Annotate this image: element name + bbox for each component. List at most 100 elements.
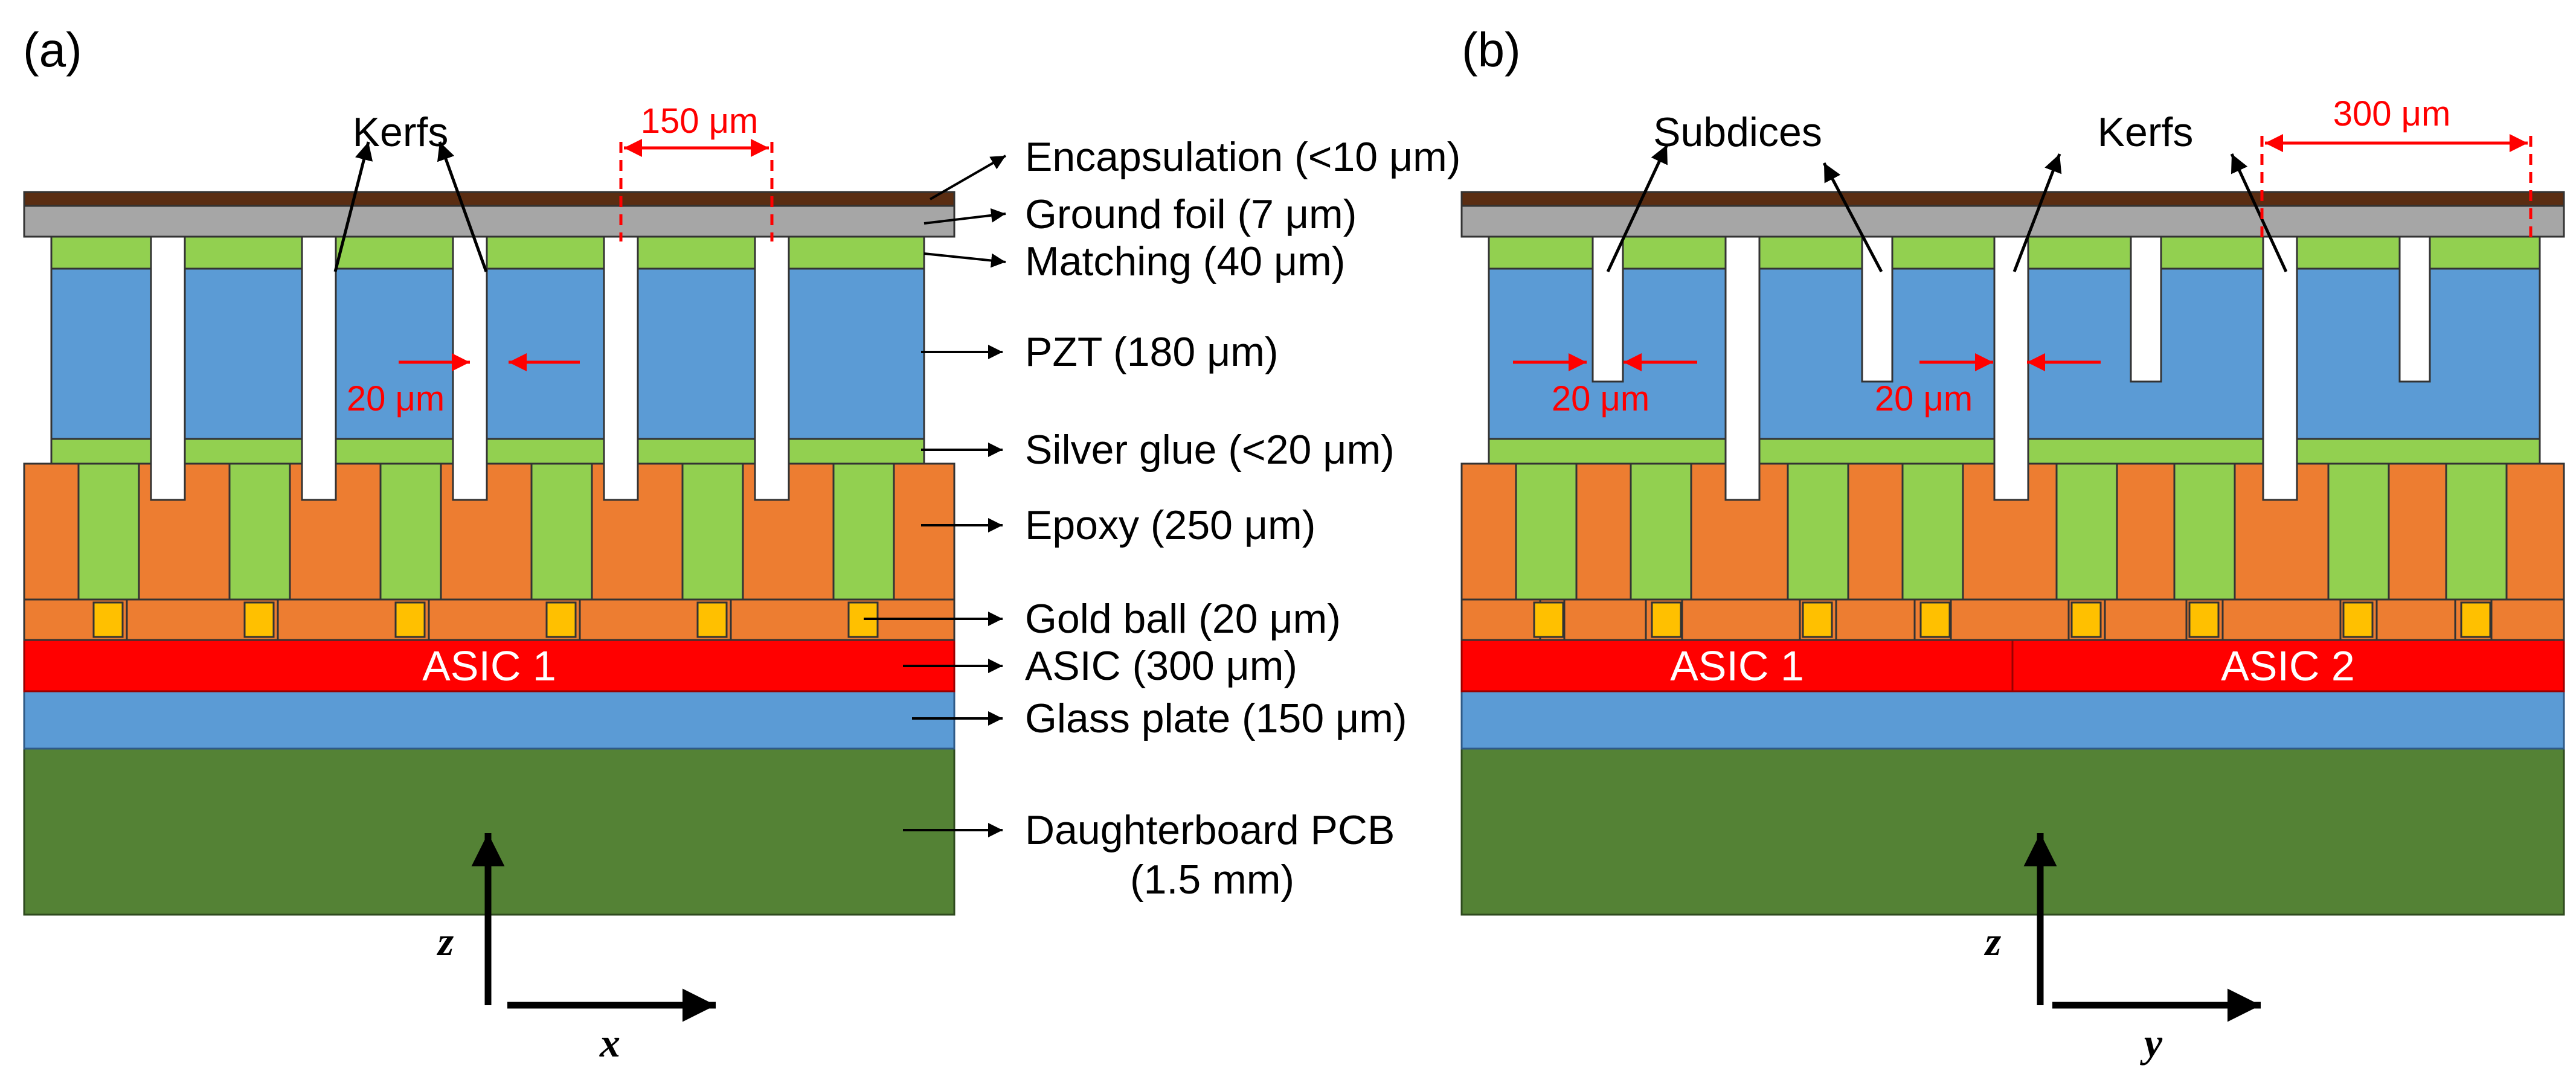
subdice-cut [1592,235,1624,383]
glass-plate-label: Glass plate (150 μm) [1025,695,1407,741]
panel-a: (a) ASIC 1 Kerfs 150 μm [23,23,956,1066]
asic-layer [23,639,956,692]
subdice-cut [1861,235,1893,383]
panel-a-tag: (a) [23,23,82,77]
pzt-label: PZT (180 μm) [1025,329,1279,375]
matching-pillar [832,462,895,601]
matching-pillar [1901,462,1964,601]
gold-ball [2070,601,2102,638]
matching-pillar [1515,462,1578,601]
silver-glue-label: Silver glue (<20 μm) [1025,427,1395,473]
axis-y-label: y [2140,1020,2163,1066]
matching-arrow [923,252,1006,268]
kerf-arrow [333,141,373,272]
ground-foil-label: Ground foil (7 μm) [1025,191,1357,237]
kerf [1993,235,2029,501]
epoxy-segment [1460,598,1541,641]
gold-ball [1651,601,1682,638]
panel-b-tag: (b) [1462,23,1521,77]
kerf [754,235,790,501]
matching-pillar [2173,462,2236,601]
gold-ball-label: Gold ball (20 μm) [1025,596,1341,642]
asic-1-label: ASIC 1 [1670,642,1804,689]
matching-pillar [681,462,744,601]
kerf [603,235,639,501]
encapsulation-arrow [930,155,1006,200]
gold-ball [1802,601,1833,638]
subdices-label: Subdices [1653,109,1822,155]
asic-2-block [2011,639,2565,692]
matching-pillar [1630,462,1692,601]
ground-foil-layer [23,205,956,238]
gold-ball-group [1460,598,2565,641]
ground-foil-layer [1460,205,2565,238]
gold-ball [394,601,426,638]
epoxy-segment [2490,598,2565,641]
matching-pillar [1787,462,1849,601]
subdice-cut [2130,235,2162,383]
kerf-arrow [2012,153,2062,272]
encapsulation-label: Encapsulation (<10 μm) [1025,134,1460,180]
asic-label: ASIC (300 μm) [1025,643,1297,689]
gap-label: 20 μm [1552,379,1649,418]
gold-ball [847,601,879,638]
pcb-label-line1: Daughterboard PCB [1025,807,1395,853]
kerf [150,235,186,501]
epoxy-segment [1835,598,1916,641]
gold-ball [2460,601,2491,638]
epoxy-label: Epoxy (250 μm) [1025,502,1315,548]
glass-layer [23,690,956,750]
kerfs-label: Kerfs [2098,109,2194,155]
epoxy-segment [2375,598,2456,641]
subdice-arrow [1822,162,1883,273]
matching-label: Matching (40 μm) [1025,238,1345,284]
matching-pillar [2055,462,2118,601]
gold-ball [243,601,275,638]
axis-z-label: z [1984,918,2002,964]
subdice-arrow [1606,144,1669,273]
asic-1-block [1460,639,2014,692]
kerf [452,235,488,501]
matching-pillar [2327,462,2390,601]
asic-2-label: ASIC 2 [2221,642,2355,689]
matching-pillar-group [1515,462,2508,601]
gold-ball [1533,601,1564,638]
gold-ball-group [23,598,956,641]
gold-ball [545,601,577,638]
matching-pillar [379,462,442,601]
kerf-group [1592,235,2431,501]
pcb-label-line2: (1.5 mm) [1130,857,1294,903]
epoxy-segment [1563,598,1647,641]
gold-ball [92,601,124,638]
axis-z-label: z [437,918,454,964]
gold-ball [696,601,728,638]
asic-1-label: ASIC 1 [422,642,556,689]
kerf [301,235,337,501]
layer-labels: Encapsulation (<10 μm) Ground foil (7 μm… [864,134,1460,903]
pitch-label: 150 μm [641,101,759,141]
epoxy-segment [2104,598,2188,641]
kerf [1724,235,1761,501]
kerf-arrow [2230,153,2288,273]
epoxy-segment [1681,598,1801,641]
gap-label: 20 μm [1875,379,1973,418]
matching-pillar [530,462,593,601]
gap-label: 20 μm [347,379,445,418]
gold-ball [1919,601,1951,638]
matching-pillar [2445,462,2508,601]
subdice-cut [2398,235,2431,383]
kerf [2262,235,2298,501]
pitch-label: 300 μm [2333,94,2451,133]
epoxy-segment [1950,598,2070,641]
kerf-arrow [437,141,488,272]
matching-pillar [228,462,291,601]
encapsulation-layer [1460,191,2565,207]
axis-x-label: x [599,1020,620,1066]
glass-layer [1460,690,2565,750]
gold-ball [2188,601,2220,638]
gold-ball [2342,601,2374,638]
epoxy-segment [2221,598,2342,641]
pcb-layer [1460,747,2565,916]
panel-b: (b) ASIC 1 ASIC 2 Subdices Kerfs 300 μm [1460,23,2565,1066]
